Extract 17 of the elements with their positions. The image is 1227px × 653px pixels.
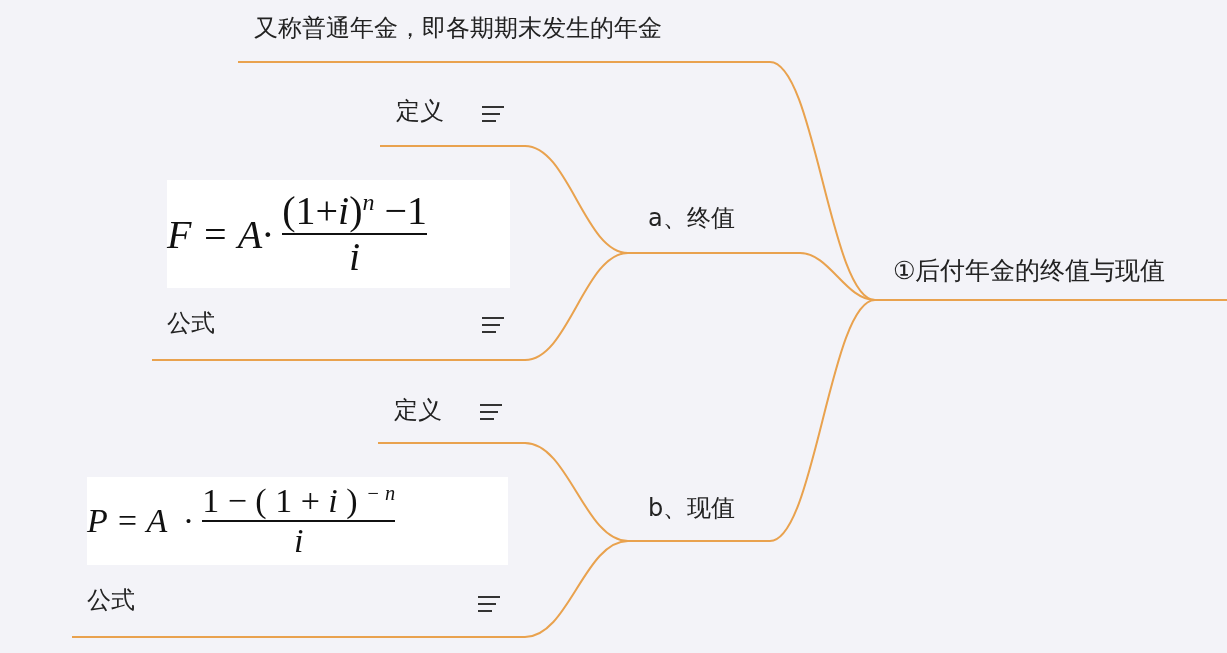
formula-text: P = A · bbox=[87, 502, 193, 540]
central-topic-label: ①后付年金的终值与现值 bbox=[893, 256, 1166, 286]
formula-numerator: (1+i)$^{n}$ −1 bbox=[282, 188, 428, 234]
branch-line bbox=[524, 252, 629, 361]
topic-label: a、终值 bbox=[648, 204, 735, 233]
topic-label: 公式 bbox=[87, 586, 135, 615]
formula-text: F = A· bbox=[167, 210, 273, 258]
topic-label: 定义 bbox=[396, 97, 444, 126]
formula-denominator: i bbox=[349, 235, 361, 280]
topic-label: 又称普通年金，即各期期末发生的年金 bbox=[254, 14, 662, 43]
branch-line bbox=[524, 540, 629, 638]
topic-label: 定义 bbox=[394, 396, 442, 425]
formula-numerator: 1 − ( 1 + i ) $^{− n}$ bbox=[202, 482, 396, 521]
formula-denominator: i bbox=[293, 522, 304, 560]
topic-label: 公式 bbox=[167, 309, 215, 338]
branch-line bbox=[769, 299, 876, 542]
topic-label: b、现值 bbox=[648, 494, 736, 523]
